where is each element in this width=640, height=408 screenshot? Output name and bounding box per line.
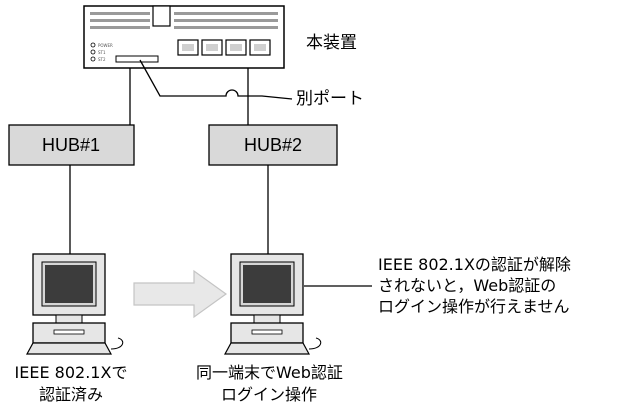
- svg-text:ST2: ST2: [98, 57, 106, 62]
- hub-1-label: HUB#1: [42, 135, 100, 155]
- left-pc-caption-line1: IEEE 802.1Xで: [14, 363, 128, 382]
- status-leds: [90, 42, 96, 62]
- top-tab: [152, 5, 171, 27]
- right-pc-caption-line2: ログイン操作: [220, 385, 317, 404]
- note-line3: ログイン操作が行えません: [378, 297, 570, 316]
- transition-arrow: [133, 269, 228, 319]
- left-pc-icon: [25, 253, 124, 355]
- card-slot: [115, 55, 159, 63]
- device-label: 本装置: [306, 33, 357, 53]
- note-line2: されないと，Web認証の: [378, 276, 557, 295]
- right-pc-icon: [223, 253, 322, 355]
- right-pc-caption-line1: 同一端末でWeb認証: [196, 363, 343, 382]
- note-line1: IEEE 802.1Xの認証が解除: [378, 255, 571, 274]
- cables: [69, 59, 372, 287]
- vent-pattern: [90, 12, 278, 29]
- hub-1-box: [8, 124, 135, 166]
- ethernet-ports: [177, 39, 271, 56]
- svg-text:ST1: ST1: [98, 50, 106, 55]
- hub-2-label: HUB#2: [244, 135, 302, 155]
- port-callout-label: 別ポート: [296, 89, 364, 109]
- hub-2-box: [208, 124, 338, 166]
- left-pc-caption-line2: 認証済み: [38, 385, 103, 404]
- svg-text:POWER: POWER: [98, 43, 113, 48]
